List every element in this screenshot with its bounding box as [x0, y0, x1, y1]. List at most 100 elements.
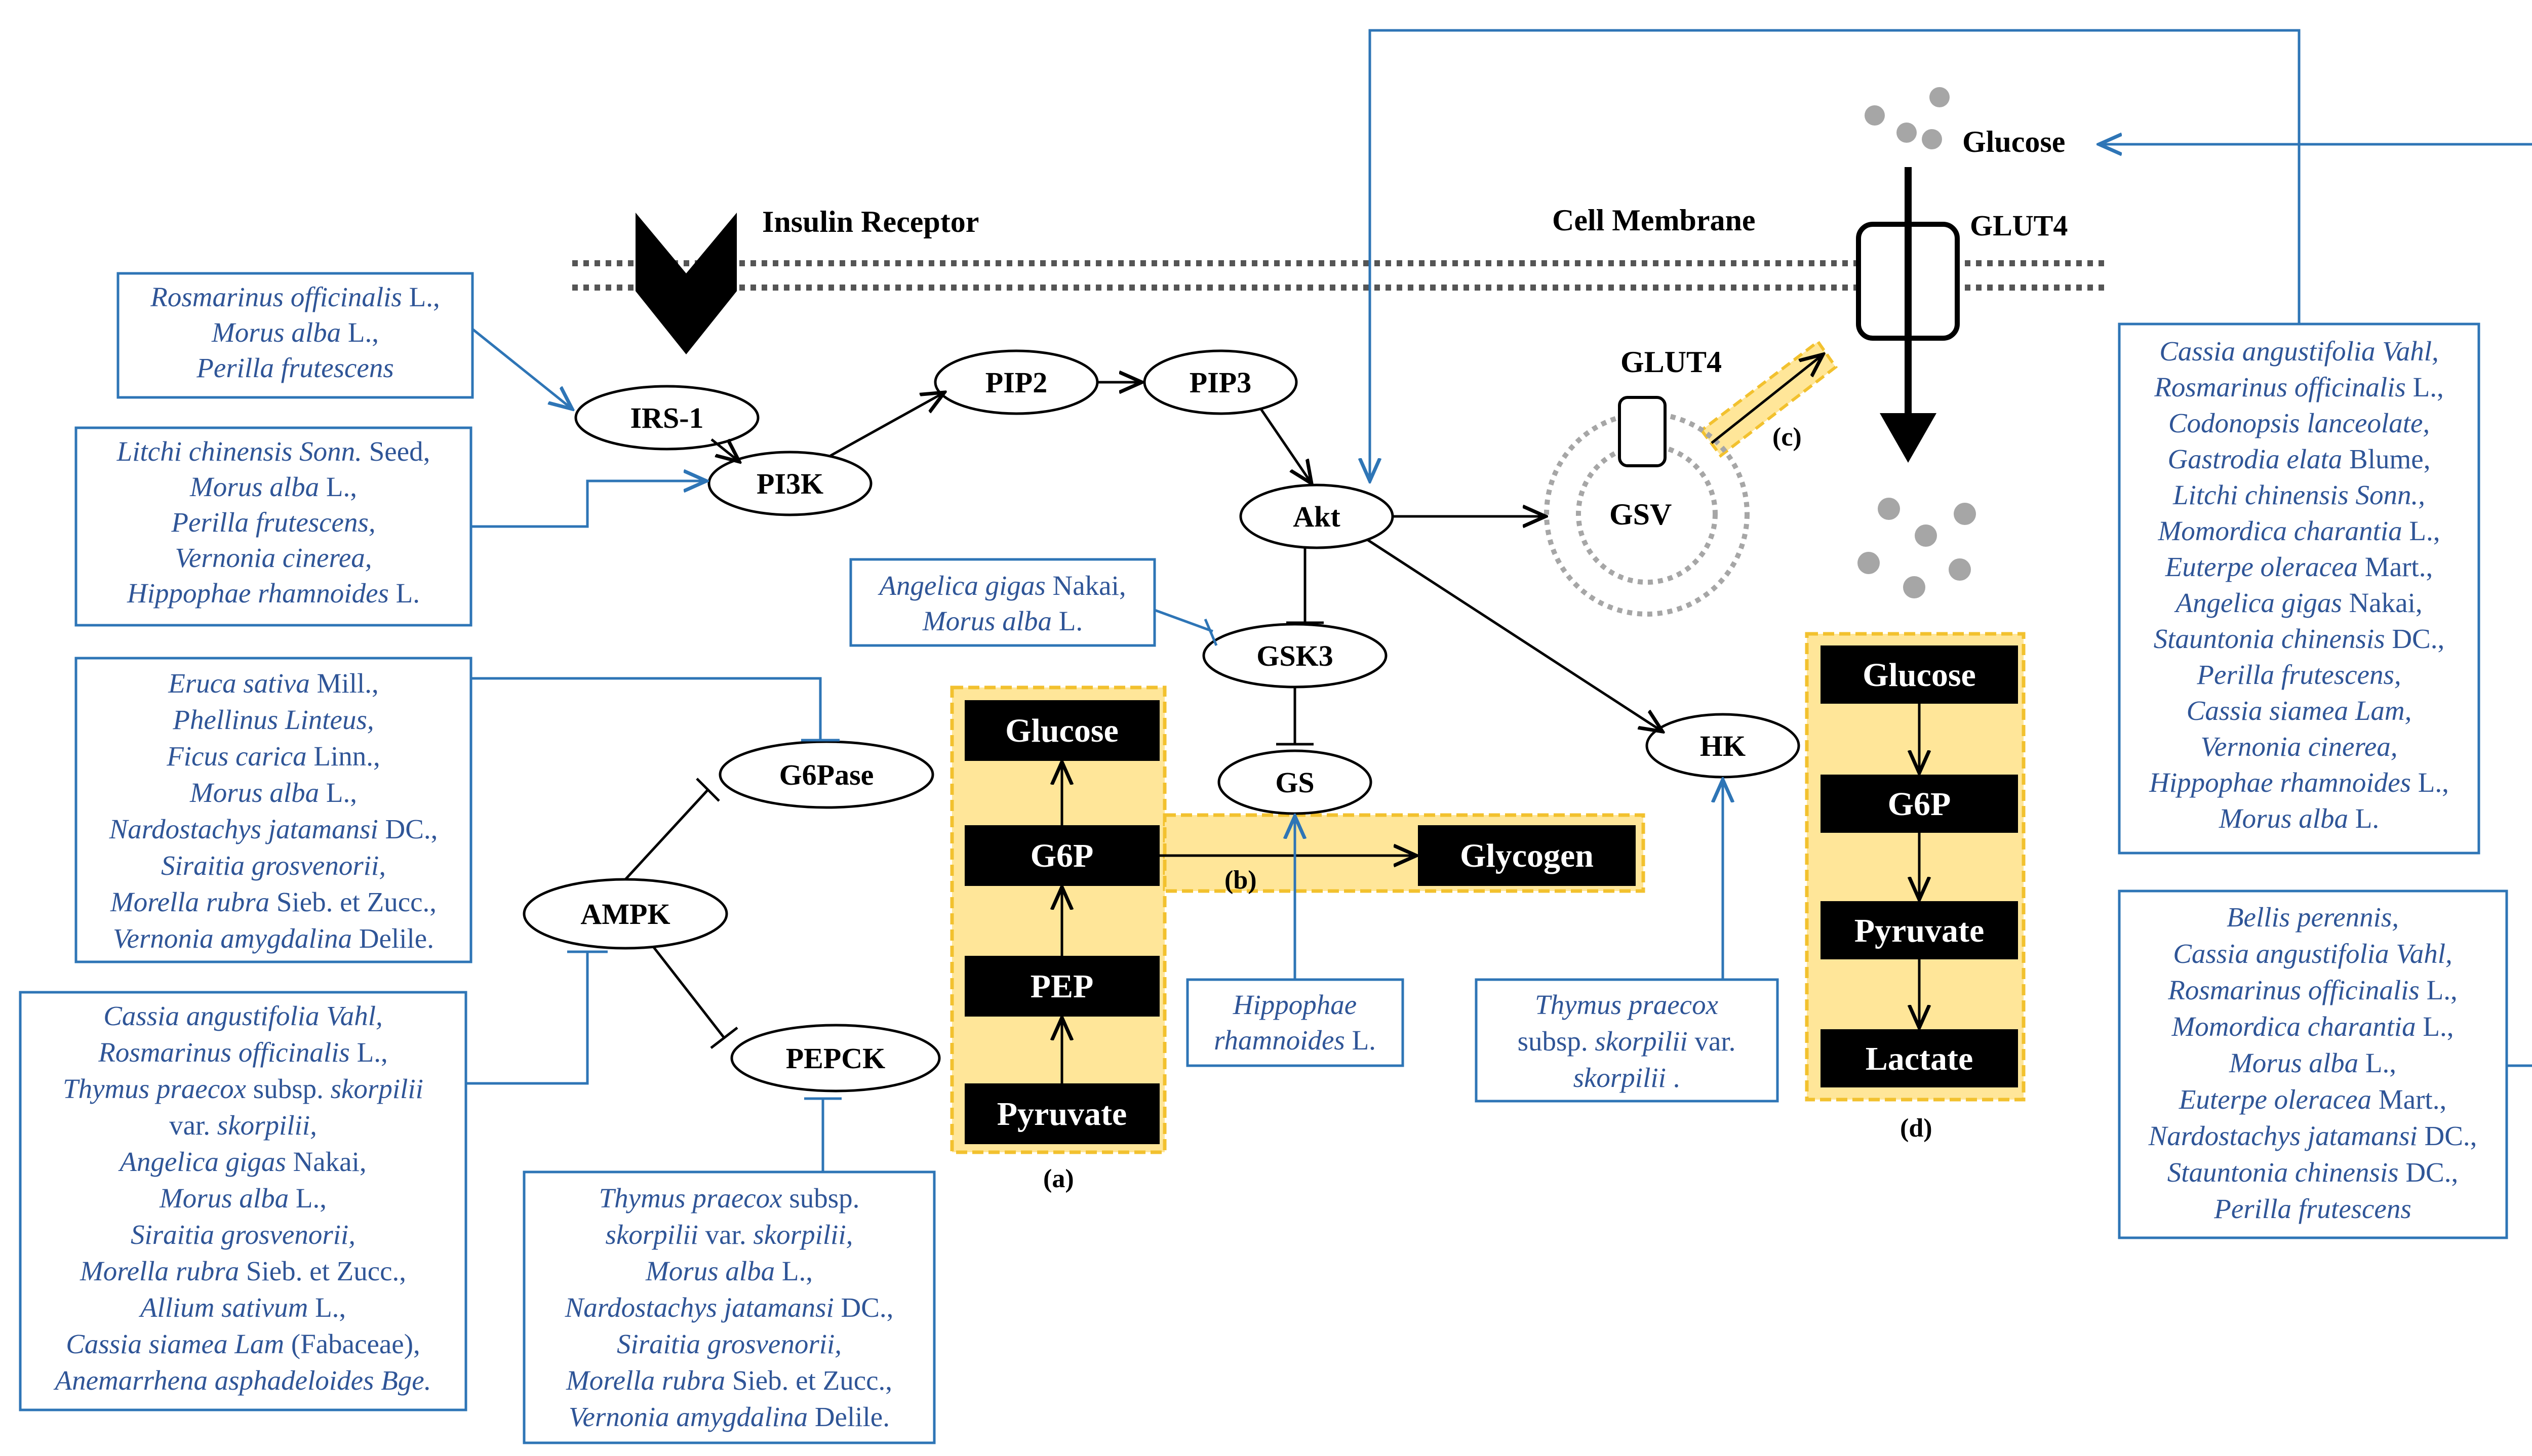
- node-g6pase: G6Pase: [719, 740, 934, 809]
- plant-line: Stauntonia chinensis DC.,: [2167, 1157, 2458, 1188]
- plant-line: Perilla frutescens: [196, 352, 394, 383]
- pathway-d: Glucose G6P Pyruvate Lactate (d): [1821, 645, 2018, 1143]
- node-pip3-label: PIP3: [1190, 366, 1251, 399]
- insulin-receptor: Insulin Receptor: [636, 205, 979, 354]
- node-akt-label: Akt: [1293, 500, 1340, 533]
- plant-line: Cassia angustifolia Vahl,: [2159, 336, 2439, 367]
- plant-line: Vernonia cinerea,: [2201, 731, 2398, 762]
- plant-line: Cassia angustifolia Vahl,: [103, 1000, 383, 1031]
- box-d-lactate: Lactate: [1866, 1040, 1973, 1077]
- plant-line: Morus alba L.,: [645, 1256, 813, 1286]
- plant-line: Litchi chinensis Sonn.,: [2172, 479, 2425, 510]
- plant-text-gsk3: Angelica gigas Nakai,Morus alba L.: [877, 570, 1126, 636]
- plant-line: Thymus praecox: [1535, 989, 1719, 1020]
- plant-line: Momordica charantia L.,: [2157, 515, 2440, 546]
- glut4-vesicle-label: GLUT4: [1620, 345, 1722, 379]
- label-c: (c): [1772, 423, 1802, 452]
- plant-text-g6pase: Eruca sativa Mill.,Phellinus Linteus,Fic…: [109, 668, 438, 954]
- plant-line: Angelica gigas Nakai,: [117, 1146, 366, 1177]
- node-gsk3-label: GSK3: [1256, 639, 1333, 672]
- plant-box-g6pase: [74, 657, 472, 963]
- plant-line: var. skorpilii,: [169, 1110, 317, 1141]
- label-d: (d): [1900, 1114, 1932, 1143]
- plant-text-glucose: Bellis perennis, Cassia angustifolia Vahl…: [2148, 902, 2477, 1224]
- plant-line: Cassia siamea Lam,: [2187, 695, 2412, 726]
- plant-box-pi3k: [74, 426, 472, 627]
- plant-line: Morus alba L.,: [189, 471, 357, 502]
- gsv-vesicle: GLUT4 GSV (c): [1544, 345, 1823, 617]
- label-a: (a): [1043, 1164, 1074, 1193]
- box-a-pep: PEP: [1031, 968, 1094, 1005]
- plant-line: Nardostachys jatamansi DC.,: [2148, 1120, 2477, 1151]
- plant-line: Rosmarinus officinalis L.,: [2167, 975, 2457, 1005]
- plant-line: Codonopsis lanceolate,: [2168, 408, 2430, 438]
- plant-line: Perilla frutescens,: [2196, 659, 2401, 690]
- plant-line: Euterpe oleracea Mart.,: [2179, 1084, 2446, 1115]
- box-a-glucose: Glucose: [1005, 712, 1119, 749]
- plant-line: Morus alba L.,: [211, 317, 379, 348]
- node-ampk-label: AMPK: [580, 898, 670, 931]
- plant-line: Cassia siamea Lam (Fabaceae),: [66, 1328, 420, 1359]
- plant-line: Angelica gigas Nakai,: [2173, 587, 2422, 618]
- node-g6pase-label: G6Pase: [779, 758, 874, 791]
- plant-line: Siraitia grosvenorii,: [161, 850, 386, 881]
- plant-line: Thymus praecox subsp.: [599, 1183, 860, 1214]
- plant-line: Rosmarinus officinalis L.,: [2154, 372, 2443, 402]
- plant-line: Bellis perennis,: [2227, 902, 2399, 933]
- plant-line: Siraitia grosvenorii,: [131, 1219, 355, 1250]
- cell-membrane: Cell Membrane: [572, 204, 2107, 291]
- plant-connectors: [466, 29, 2532, 1172]
- glucose-label: Glucose: [1962, 125, 2065, 158]
- plant-line: Rosmarinus officinalis L.,: [98, 1037, 387, 1068]
- plant-line: Siraitia grosvenorii,: [617, 1328, 842, 1359]
- pathway-nodes: IRS-1 PI3K PIP2 PIP3 Akt GSK3 GS HK: [523, 349, 1800, 1093]
- plant-line: Morus alba L.,: [2229, 1047, 2396, 1078]
- node-gs-label: GS: [1275, 766, 1314, 799]
- plant-text-pi3k: Litchi chinensis Sonn. Seed,Morus alba L…: [116, 436, 430, 609]
- plant-box-gsk3: [849, 558, 1156, 647]
- plant-box-gs: [1186, 978, 1404, 1067]
- glut4-transporter: GLUT4: [1856, 167, 2068, 463]
- plant-line: Anemarrhena asphadeloides Bge.: [53, 1365, 431, 1396]
- plant-line: Rosmarinus officinalis L.,: [150, 281, 440, 312]
- glut4-vesicle-icon: [1618, 396, 1667, 467]
- node-gsk3: GSK3: [1202, 623, 1388, 689]
- plant-line: Eruca sativa Mill.,: [168, 668, 379, 699]
- extracellular-glucose-icon: Glucose: [1865, 87, 2065, 158]
- plant-line: Hippophae: [1233, 989, 1357, 1020]
- plant-line: skorpilii var. skorpilii,: [606, 1219, 853, 1250]
- node-pepck-label: PEPCK: [786, 1042, 886, 1075]
- pathway-arrows: [624, 382, 1663, 1049]
- node-akt: Akt: [1239, 483, 1394, 549]
- node-pi3k-label: PI3K: [757, 467, 823, 500]
- box-d-glucose: Glucose: [1863, 657, 1976, 694]
- plant-line: Morus alba L.,: [159, 1183, 327, 1214]
- node-hk: HK: [1645, 713, 1800, 779]
- box-d-g6p: G6P: [1888, 786, 1951, 823]
- plant-line: Perilla frutescens,: [171, 507, 375, 538]
- plant-text-irs1: Rosmarinus officinalis L., Morus alba L.,…: [150, 281, 440, 383]
- plant-box-akt: [2118, 322, 2480, 855]
- plant-line: Morella rubra Sieb. et Zucc.,: [110, 886, 437, 917]
- node-pip2-label: PIP2: [985, 366, 1047, 399]
- plant-text-akt: Cassia angustifolia Vahl, Rosmarinus offi…: [2149, 336, 2449, 834]
- insulin-receptor-label: Insulin Receptor: [762, 205, 979, 238]
- plant-line: Allium sativum L.,: [138, 1292, 346, 1323]
- plant-line: Gastrodia elata Blume,: [2168, 443, 2431, 474]
- glut4-membrane-label: GLUT4: [1970, 209, 2068, 242]
- plant-box-glucose: [2118, 889, 2508, 1239]
- plant-line: Morus alba L.,: [189, 777, 357, 808]
- gsv-translocation-arrow: [1711, 354, 1823, 444]
- node-irs1-label: IRS-1: [630, 401, 703, 434]
- plant-boxes: Rosmarinus officinalis L., Morus alba L.,…: [19, 272, 2508, 1444]
- plant-line: rhamnoides L.: [1214, 1025, 1376, 1056]
- plant-line: Morella rubra Sieb. et Zucc.,: [80, 1256, 406, 1286]
- node-pepck: PEPCK: [730, 1024, 941, 1093]
- pathway-b: Glycogen (b): [1160, 825, 1636, 895]
- plant-line: Nardostachys jatamansi DC.,: [109, 814, 438, 844]
- plant-line: Phellinus Linteus,: [172, 704, 374, 735]
- node-gs: GS: [1217, 749, 1372, 815]
- plant-line: Cassia angustifolia Vahl,: [2173, 938, 2452, 969]
